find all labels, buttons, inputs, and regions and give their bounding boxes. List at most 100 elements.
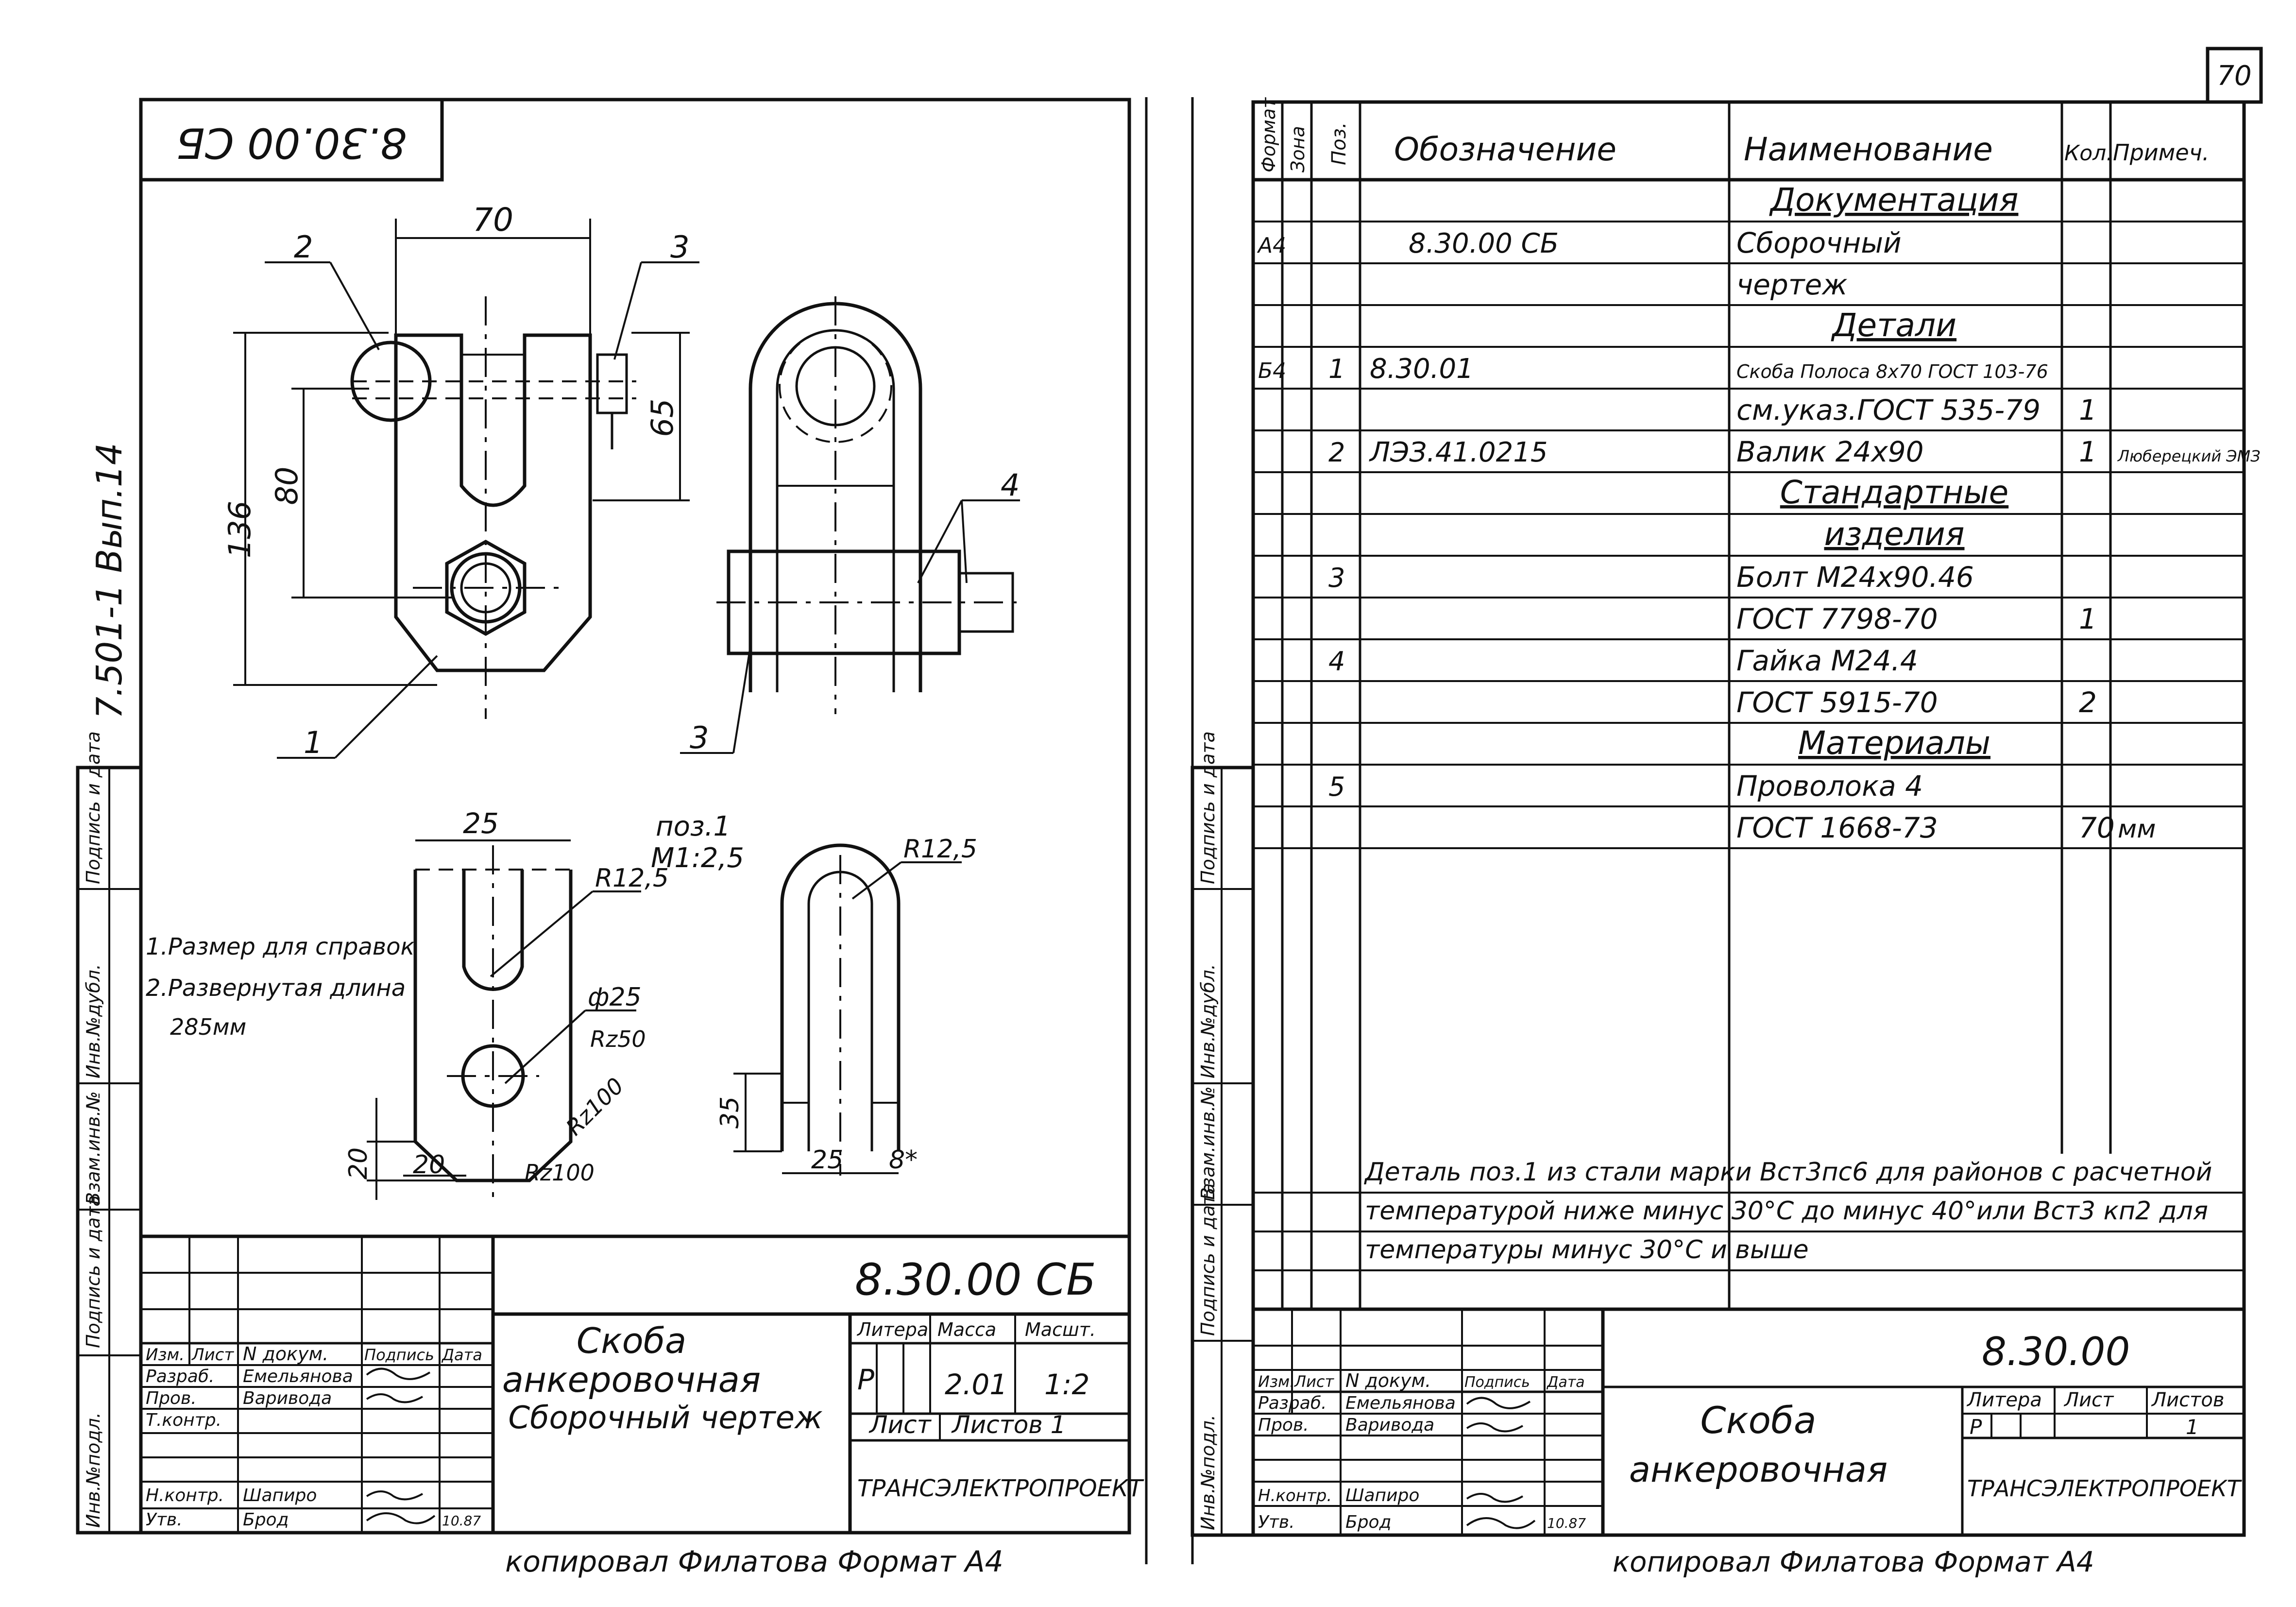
left-strip-label-1: Инв.№подл. xyxy=(83,1412,104,1528)
left-role-3: Т.контр. xyxy=(146,1410,221,1430)
spec-cell-format: А4 xyxy=(1257,233,1286,258)
right-name-line1: Скоба xyxy=(1701,1399,1817,1442)
right-name-line2: анкеровочная xyxy=(1629,1449,1888,1490)
right-strip-label-1: Инв.№подл. xyxy=(1197,1415,1219,1530)
spec-cell-note: Люберецкий ЭМЗ xyxy=(2117,447,2261,465)
bent-view: R12,5 35 25 8* xyxy=(715,835,977,1176)
right-role-name-6: Брод xyxy=(1345,1512,1391,1532)
detail-dim-radius: R12,5 xyxy=(595,864,669,893)
left-note-1: 1.Размер для справок xyxy=(146,933,414,960)
left-organization: ТРАНСЭЛЕКТРОПРОЕКТ xyxy=(857,1475,1144,1502)
front-dim-65: 65 xyxy=(645,399,680,437)
detail-title-line1: поз.1 xyxy=(656,811,731,842)
left-stamp-hdr-4: Подпись xyxy=(364,1346,434,1364)
spec-cell-qty: 70 xyxy=(2079,811,2115,844)
right-strip-label-5: Подпись и дата xyxy=(1197,731,1219,884)
bent-dim-width: 25 xyxy=(811,1145,843,1175)
spec-cell-name: Скоба Полоса 8х70 ГОСТ 103-76 xyxy=(1736,361,2048,382)
left-title-block: 8.30.00 СБ Изм. Лист N докум. Подпись Да… xyxy=(141,1234,1144,1533)
right-signature-1 xyxy=(1466,1397,1531,1409)
right-strip-label-4: Инв.№дубл. xyxy=(1197,964,1219,1078)
right-hdr-sheet: Лист xyxy=(2063,1389,2114,1411)
right-sheets: 1 xyxy=(2186,1415,2199,1439)
left-note-3: 285мм xyxy=(170,1014,246,1040)
front-view-body xyxy=(394,333,592,672)
bent-dim-radius: R12,5 xyxy=(903,835,977,864)
side-view-bolt-shank xyxy=(958,572,1014,633)
detail-roughness-1: Rz50 xyxy=(590,1026,646,1052)
left-role-5: Н.контр. xyxy=(146,1486,224,1505)
left-rotated-code: 8.30.00 СБ xyxy=(176,119,407,167)
right-stamp-hdr-5: Дата xyxy=(1546,1374,1585,1391)
right-stamp-hdr-1: Изм. xyxy=(1258,1372,1294,1391)
right-footer: копировал Филатова Формат А4 xyxy=(1613,1545,2094,1578)
spec-cell-designation: 8.30.00 СБ xyxy=(1409,228,1559,259)
left-role-2: Пров. xyxy=(146,1388,197,1408)
left-side-strip: Инв.№подл. Подпись и дата Взам.инв.№ Инв… xyxy=(76,731,143,1535)
left-doc-code: 8.30.00 СБ xyxy=(855,1254,1096,1305)
spec-section-title: Стандартные xyxy=(1780,474,2008,511)
spec-section-title: Документация xyxy=(1769,181,2019,219)
left-rotated-code-box: 8.30.00 СБ xyxy=(139,98,444,182)
left-name-line1: Скоба xyxy=(577,1320,686,1361)
bent-dim-height: 35 xyxy=(715,1096,745,1128)
left-role-6: Утв. xyxy=(146,1510,183,1530)
spec-hdr-pos: Поз. xyxy=(1328,122,1350,165)
right-role-name-2: Варивода xyxy=(1345,1415,1434,1435)
spec-cell-name: ГОСТ 7798-70 xyxy=(1736,602,1938,635)
detail-dim-side: 20 xyxy=(344,1147,373,1180)
left-litera: Р xyxy=(857,1363,874,1396)
spec-cell-qty: 1 xyxy=(2079,393,2097,427)
spec-cell-name: ГОСТ 5915-70 xyxy=(1736,686,1938,719)
front-dim-136: 136 xyxy=(222,501,257,558)
right-role-name-5: Шапиро xyxy=(1345,1486,1419,1505)
side-callout-4: 4 xyxy=(1001,467,1020,503)
spec-remark-2: температурой ниже минус 30°С до минус 40… xyxy=(1365,1197,2208,1226)
spec-hdr-zone: Зона xyxy=(1287,126,1309,172)
spec-cell-name: Болт М24х90.46 xyxy=(1736,561,1974,594)
left-strip-label-5: Подпись и дата xyxy=(83,731,104,884)
left-stamp-hdr-5: Дата xyxy=(441,1346,482,1364)
right-role-2: Пров. xyxy=(1258,1415,1309,1435)
left-hdr-litera: Литера xyxy=(856,1319,928,1340)
left-footer: копировал Филатова Формат А4 xyxy=(505,1545,1003,1579)
right-role-5: Н.контр. xyxy=(1258,1486,1332,1505)
right-stamp-hdr-4: Подпись xyxy=(1464,1374,1530,1391)
right-stamp-hdr-3: N докум. xyxy=(1345,1370,1431,1391)
spec-cell-qty: 2 xyxy=(2079,686,2097,719)
left-stamp-hdr-1: Изм. xyxy=(146,1345,185,1365)
left-notes: 1.Размер для справок 2.Развернутая длина… xyxy=(146,933,414,1040)
spec-remarks: Деталь поз.1 из стали марки Вст3пс6 для … xyxy=(1253,1158,2244,1271)
spec-cell-name: Валик 24х90 xyxy=(1736,435,1924,468)
left-sheet-label: Лист xyxy=(868,1411,932,1439)
left-role-1: Разраб. xyxy=(146,1367,214,1386)
spec-table xyxy=(1253,102,2244,1309)
right-stamp-date: 10.87 xyxy=(1547,1515,1586,1531)
front-callout-1: 1 xyxy=(304,725,323,760)
right-stamp-hdr-2: Лист xyxy=(1294,1372,1334,1391)
series-label: 7.501-1 Вып.14 xyxy=(89,443,130,719)
detail-roughness-3: Rz100 xyxy=(525,1160,595,1186)
left-signature-3 xyxy=(366,1490,423,1501)
spec-cell-pos: 1 xyxy=(1328,354,1345,384)
left-name-line2: анкеровочная xyxy=(502,1359,761,1400)
left-role-name-6: Брод xyxy=(243,1510,289,1530)
spec-cell-pos: 2 xyxy=(1328,437,1345,468)
spec-hdr-note: Примеч. xyxy=(2113,139,2210,166)
left-name-line3: Сборочный чертеж xyxy=(508,1400,823,1436)
spec-cell-pos: 4 xyxy=(1328,646,1345,677)
front-view: 70 136 80 65 2 3 1 xyxy=(222,201,699,760)
left-signature-1 xyxy=(366,1368,431,1380)
right-side-strip: Инв.№подл. Подпись и дата Взам.инв.№ Инв… xyxy=(1191,731,1255,1537)
spec-section-title: Материалы xyxy=(1798,724,1990,762)
left-stamp-hdr-3: N докум. xyxy=(243,1343,328,1365)
detail-title-line2: М1:2,5 xyxy=(651,842,744,874)
spec-hdr-format: Формат xyxy=(1258,97,1279,172)
detail-dim-25: 25 xyxy=(463,807,499,840)
right-hdr-sheets: Листов xyxy=(2151,1389,2224,1411)
spec-cell-pos: 5 xyxy=(1328,771,1345,802)
left-stamp-date: 10.87 xyxy=(442,1513,481,1529)
